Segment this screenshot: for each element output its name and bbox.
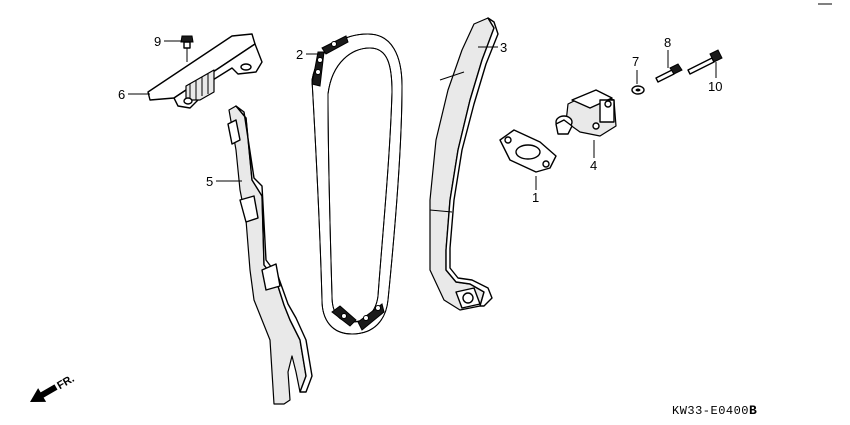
callout-6: 6 bbox=[118, 87, 125, 102]
part-6-chain-guide-upper bbox=[147, 33, 263, 109]
front-direction-arrow: FR. bbox=[30, 373, 77, 402]
direction-label: FR. bbox=[55, 373, 76, 392]
part-8-bolt bbox=[655, 63, 683, 83]
leader-lines bbox=[128, 40, 717, 190]
part-5-chain-guide-long bbox=[227, 105, 313, 405]
part-1-gasket bbox=[499, 129, 557, 173]
callout-2: 2 bbox=[296, 47, 303, 62]
callout-4: 4 bbox=[590, 158, 597, 173]
callout-9: 9 bbox=[154, 34, 161, 49]
part-2-cam-chain bbox=[311, 33, 403, 335]
part-9-bolt bbox=[180, 35, 194, 62]
diagram-code: KW33-E0400B bbox=[672, 403, 757, 418]
diagram-code-suffix: B bbox=[749, 403, 757, 418]
callout-1: 1 bbox=[532, 190, 539, 205]
part-3-tensioner-arm bbox=[429, 17, 499, 311]
callout-5: 5 bbox=[206, 174, 213, 189]
callout-7: 7 bbox=[632, 54, 639, 69]
part-10-bolt bbox=[687, 49, 723, 75]
part-4-tensioner-lifter bbox=[555, 89, 617, 137]
callout-8: 8 bbox=[664, 35, 671, 50]
callout-10: 10 bbox=[708, 79, 722, 94]
part-7-washer bbox=[631, 85, 645, 95]
callout-3: 3 bbox=[500, 40, 507, 55]
